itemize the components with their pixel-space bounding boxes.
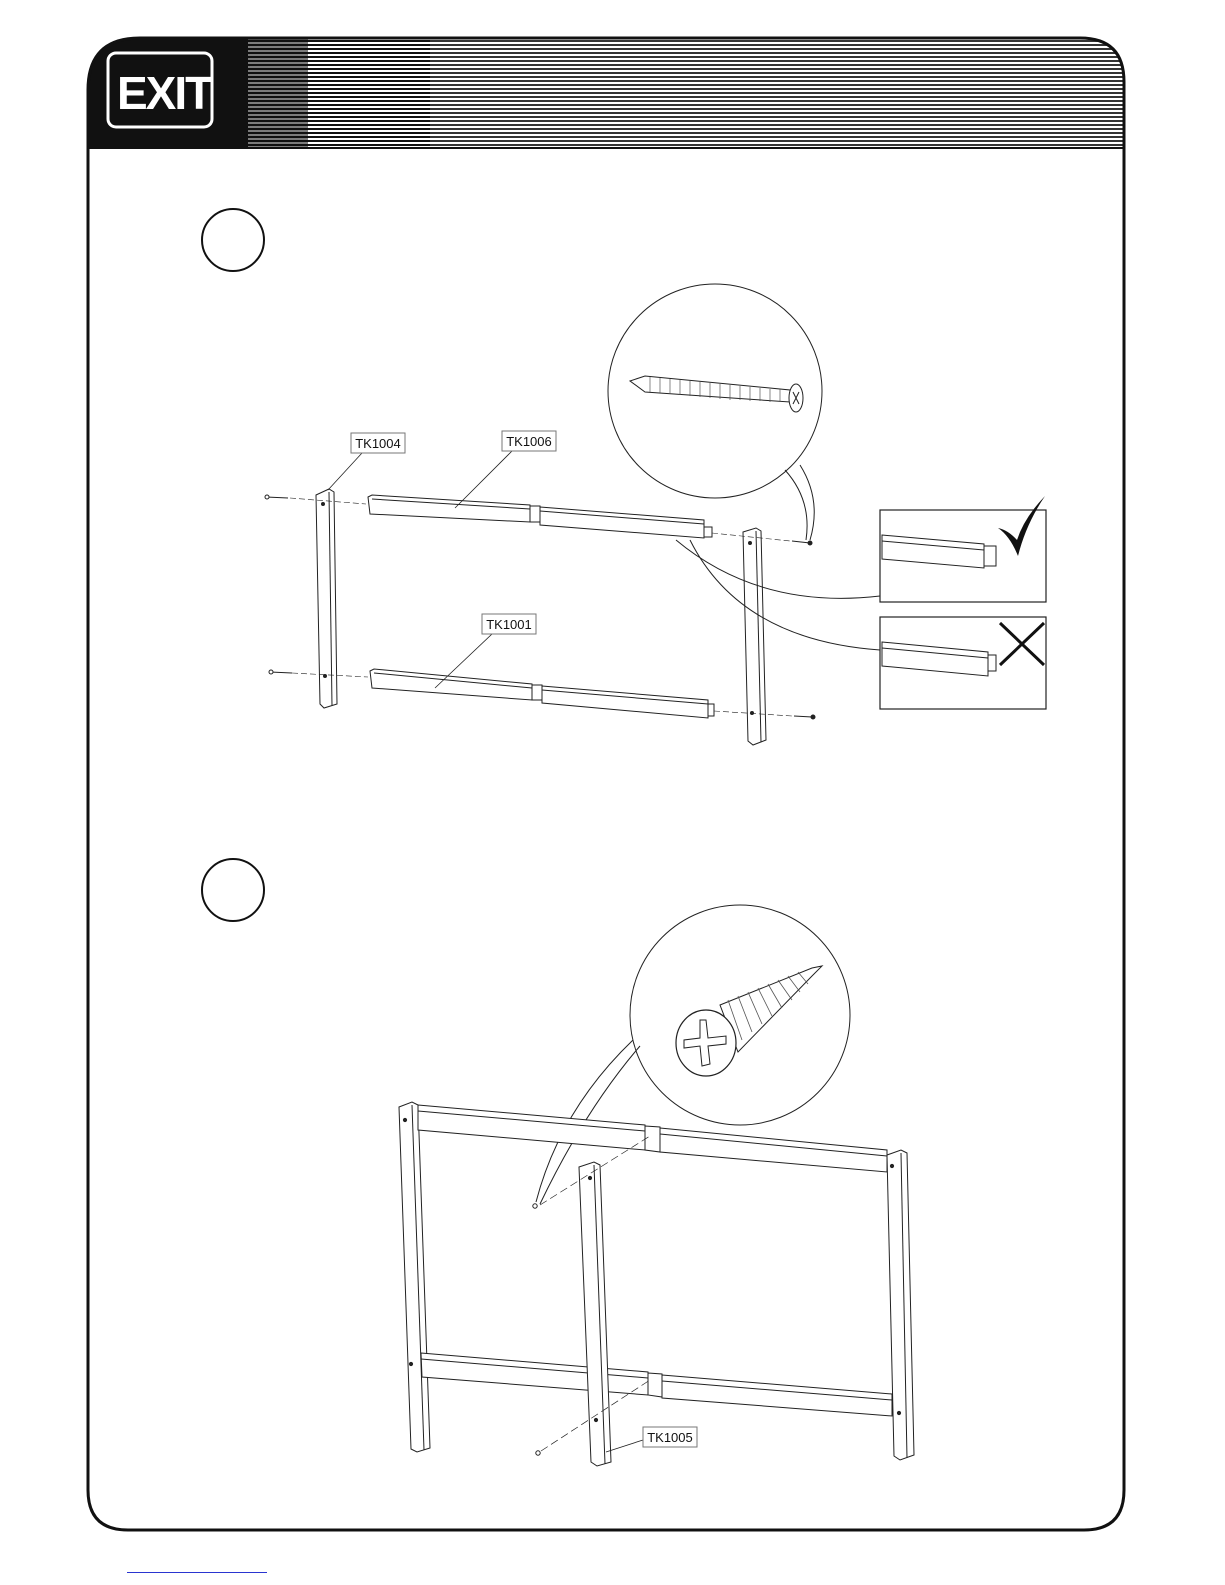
long-bolt-icon	[608, 284, 822, 540]
logo-text: EXIT	[117, 67, 213, 119]
svg-text:TK1004: TK1004	[355, 436, 401, 451]
upright-right	[743, 528, 766, 745]
svg-text:TK1001: TK1001	[486, 617, 532, 632]
label-tk1005: TK1005	[606, 1427, 697, 1452]
footer-link-line[interactable]	[127, 1572, 267, 1573]
assembled-frame	[399, 1102, 914, 1466]
label-tk1004: TK1004	[328, 433, 405, 490]
correct-detail-box	[880, 496, 1046, 602]
step-1-number-circle	[202, 209, 264, 271]
step-2-number-circle	[202, 859, 264, 921]
upper-rail-tk1006	[368, 495, 712, 538]
exit-logo: EXIT	[108, 53, 213, 127]
svg-text:TK1006: TK1006	[506, 434, 552, 449]
incorrect-detail-box	[880, 617, 1046, 709]
lower-rail-tk1001	[370, 669, 714, 718]
svg-text:TK1005: TK1005	[647, 1430, 693, 1445]
label-tk1006: TK1006	[455, 431, 556, 508]
callout-line-correct	[676, 540, 880, 598]
step-2: TK1005	[202, 859, 914, 1466]
callout-line-incorrect	[690, 540, 880, 650]
step-1: TK1004 TK1006 TK1001	[202, 209, 1046, 745]
